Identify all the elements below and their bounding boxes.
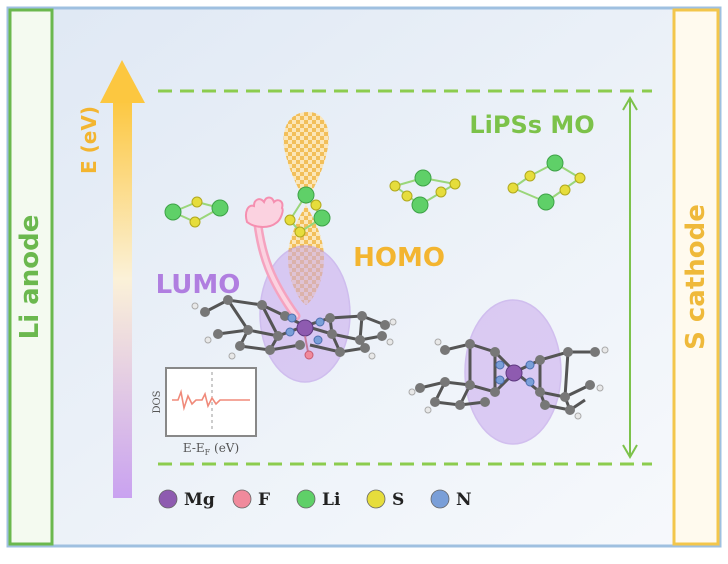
atom-legend: Mg F Li S N bbox=[158, 489, 472, 510]
dos-inset: DOS E-EF (eV) bbox=[152, 367, 257, 457]
legend-label-s: S bbox=[392, 490, 404, 510]
lipss-mo-label: LiPSs MO bbox=[469, 111, 594, 139]
lis-cluster-4 bbox=[507, 154, 586, 211]
legend-label-n: N bbox=[456, 490, 472, 510]
legend-swatch-mg bbox=[158, 489, 178, 509]
legend-swatch-n bbox=[430, 489, 450, 509]
lis-cluster-3 bbox=[389, 169, 461, 214]
legend-swatch-s bbox=[366, 489, 386, 509]
lumo-label: LUMO bbox=[156, 270, 241, 300]
dos-curve bbox=[172, 389, 250, 412]
energy-axis-label: E (eV) bbox=[77, 106, 101, 174]
homo-label: HOMO bbox=[353, 243, 445, 273]
s-cathode-bar: S cathode bbox=[672, 8, 720, 546]
lumo-orbital-left bbox=[259, 245, 351, 383]
energy-arrow bbox=[100, 60, 145, 498]
pointing-hand-icon bbox=[244, 196, 301, 321]
legend-swatch-li bbox=[296, 489, 316, 509]
legend-label-mg: Mg bbox=[184, 490, 215, 510]
legend-label-f: F bbox=[258, 490, 270, 510]
li-anode-bar: Li anode bbox=[8, 8, 54, 546]
legend-swatch-f bbox=[232, 489, 252, 509]
dos-x-label: E-EF (eV) bbox=[183, 441, 239, 457]
dos-y-label: DOS bbox=[152, 390, 163, 413]
legend-label-li: Li bbox=[322, 490, 341, 510]
mg-porphyrin-right bbox=[408, 338, 609, 420]
lis-cluster-1 bbox=[164, 196, 229, 228]
cathode-label: S cathode bbox=[681, 204, 711, 350]
gap-double-arrow bbox=[622, 96, 638, 459]
mg-porphyrin-left bbox=[191, 295, 397, 360]
lis-cluster-2 bbox=[284, 186, 331, 238]
anode-label: Li anode bbox=[15, 215, 45, 340]
